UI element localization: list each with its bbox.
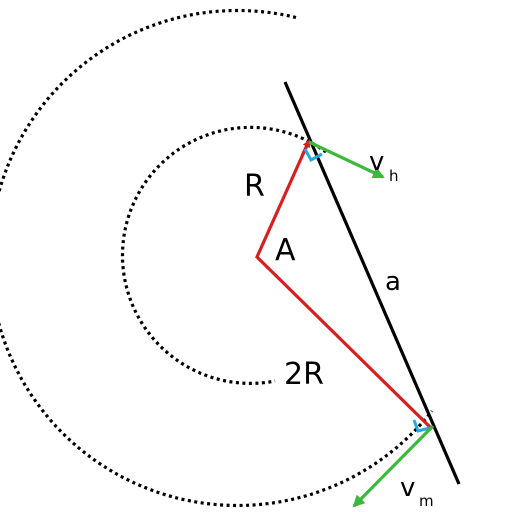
outer-orbit-circle (0, 8, 434, 508)
radius-lines (255, 142, 433, 430)
label-inner-radius: R (244, 169, 265, 204)
inner-orbit-circle (120, 125, 327, 385)
label-velocity-h: v (369, 147, 384, 177)
tangent-line (283, 81, 461, 485)
label-angle: A (275, 233, 296, 268)
velocity-h-arrow (308, 140, 385, 179)
label-intersection: a (385, 267, 401, 297)
label-outer-radius: 2R (284, 357, 324, 392)
right-angle-mark-top (303, 148, 323, 163)
velocity-m-arrow (352, 424, 435, 508)
label-velocity-h-subscript: h (389, 167, 399, 185)
label-velocity-m-subscript: m (419, 492, 434, 510)
label-velocity-m: v (400, 473, 415, 503)
right-angle-mark-bottom (412, 419, 431, 433)
inner-radius-arrow (300, 139, 311, 157)
